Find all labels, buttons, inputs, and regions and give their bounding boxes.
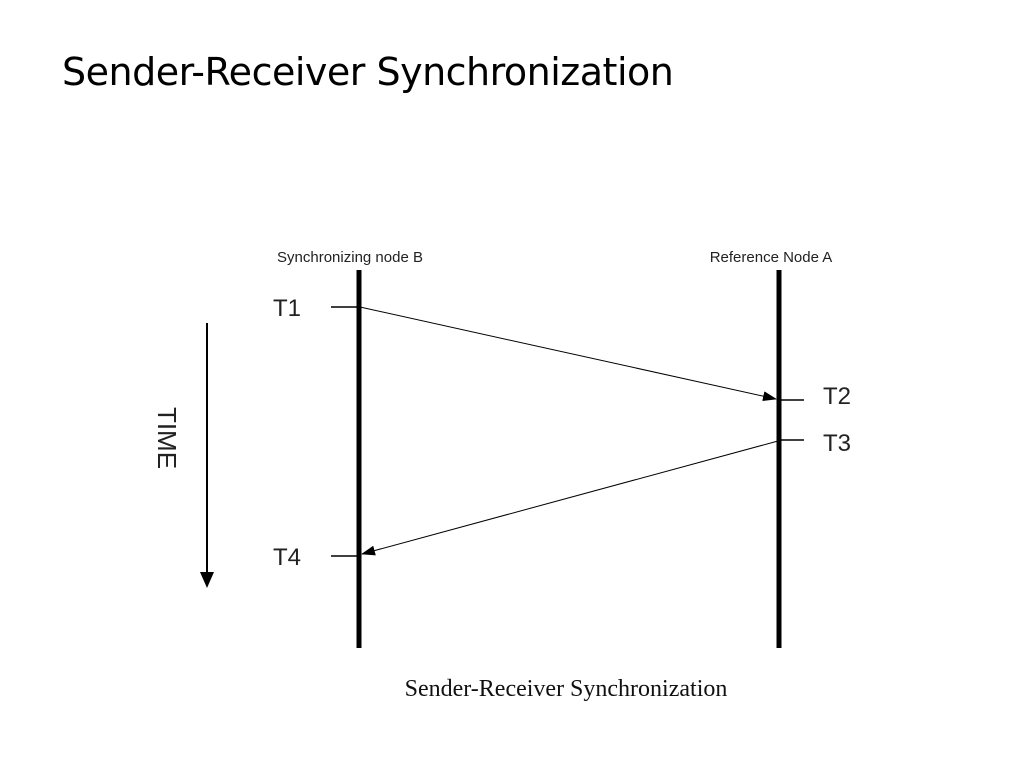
time-arrow-head [200,572,214,588]
reply-message-arrow [361,440,779,556]
slide-title: Sender-Receiver Synchronization [62,50,674,94]
t4-label: T4 [273,544,301,571]
t2-label: T2 [823,383,851,410]
diagram-caption: Sender-Receiver Synchronization [405,676,728,702]
t1-label: T1 [273,295,301,322]
time-label: TIME [152,407,182,469]
t3-label: T3 [823,430,851,457]
request-message-arrow [359,306,777,402]
node-b-label: Synchronizing node B [277,249,423,266]
node-a-label: Reference Node A [710,249,833,266]
